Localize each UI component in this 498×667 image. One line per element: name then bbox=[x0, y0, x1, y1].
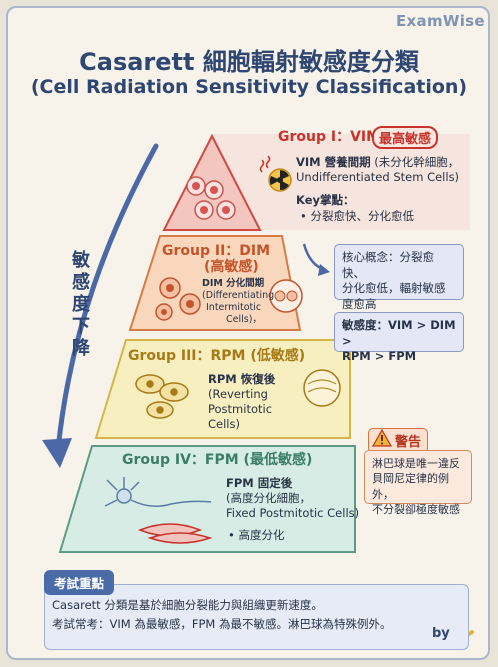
group4-bullet: • 高度分化 bbox=[228, 528, 285, 542]
group2-tag: (高敏感) bbox=[204, 259, 259, 275]
group1-heading: Group I：VIM bbox=[278, 129, 381, 145]
radiation-waves-icon bbox=[259, 155, 271, 173]
group3-heading: Group III：RPM (低敏感) bbox=[128, 348, 306, 364]
tissue-sample-icon bbox=[303, 369, 341, 407]
exam-points-box bbox=[44, 584, 469, 650]
sensitivity-decrease-arrow bbox=[55, 143, 159, 453]
signature: by bbox=[432, 626, 450, 641]
neuron-icon bbox=[104, 477, 212, 507]
exam-line1: Casarett 分類是基於細胞分裂能力與組織更新速度。 bbox=[52, 598, 323, 612]
stem-cells-illustration bbox=[186, 176, 236, 220]
sensitivity-order-line1: 敏感度：VIM > DIM > bbox=[342, 318, 456, 348]
muscle-fiber-icon bbox=[137, 523, 213, 544]
exam-line2: 考試常考：VIM 為最敏感，FPM 為最不敏感。淋巴球為特殊例外。 bbox=[52, 617, 392, 631]
tier4-shape bbox=[58, 445, 356, 553]
warning-line1: 淋巴球是唯一違反 bbox=[372, 457, 460, 470]
group1-key-point: • 分裂愈快、分化愈低 bbox=[300, 209, 414, 223]
group2-desc-line1: DIM 分化間期 bbox=[202, 278, 265, 289]
dividing-cell-icon bbox=[269, 279, 303, 313]
warning-line3: 不分裂卻極度敏感 bbox=[372, 503, 460, 517]
sensitivity-order-box: 敏感度：VIM > DIM > RPM > FPM bbox=[334, 312, 464, 363]
concept-pointer-arrow bbox=[302, 243, 327, 272]
group4-desc-line3: Fixed Postmitotic Cells) bbox=[226, 506, 360, 520]
group3-desc-line4: Cells) bbox=[208, 417, 240, 431]
rpm-cells-illustration bbox=[135, 374, 189, 419]
dim-cells-illustration bbox=[155, 277, 201, 321]
core-concept-line2: 分化愈低，輻射敏感 bbox=[342, 281, 446, 296]
sensitivity-order-line2: RPM > FPM bbox=[342, 349, 417, 364]
warning-line2: 貝岡尼定律的例外， bbox=[372, 472, 449, 501]
group1-desc-cn: (未分化幹細胞， bbox=[370, 155, 460, 169]
concept-pointer-arrow-head bbox=[318, 264, 330, 276]
group4-heading: Group IV：FPM (最低敏感) bbox=[122, 452, 313, 468]
group3-desc-line1: RPM 恢復後 bbox=[208, 372, 276, 386]
core-concept-line1: 核心概念：分裂愈快、 bbox=[342, 250, 434, 280]
group1-desc-en: Undifferentiated Stem Cells) bbox=[296, 170, 460, 184]
group2-desc-line3: Intermitotic bbox=[206, 302, 262, 313]
warning-label: 警告 bbox=[395, 435, 422, 450]
page-title: Casarett 細胞輻射敏感度分類 bbox=[79, 48, 419, 76]
sensitivity-decrease-label: 敏感度下降 bbox=[72, 250, 90, 359]
radiation-icon bbox=[268, 168, 292, 192]
page-subtitle: (Cell Radiation Sensitivity Classificati… bbox=[30, 76, 468, 98]
group2-heading: Group II：DIM bbox=[162, 243, 271, 259]
group4-desc-line2: (高度分化細胞， bbox=[226, 491, 311, 505]
exam-points-tag: 考試重點 bbox=[44, 570, 115, 595]
group1-key-label: Key掌點： bbox=[296, 193, 355, 207]
sensitivity-arrow-head bbox=[42, 438, 72, 468]
group2-desc-line2: (Differentiating bbox=[202, 290, 275, 301]
group1-tag: 最高敏感 bbox=[372, 126, 439, 149]
tier2-shape bbox=[128, 235, 302, 331]
warning-box: 淋巴球是唯一違反 貝岡尼定律的例外， 不分裂卻極度敏感 bbox=[364, 450, 472, 516]
group3-desc-line2: (Reverting bbox=[208, 387, 268, 401]
group4-desc-line1: FPM 固定後 bbox=[226, 476, 293, 490]
group2-desc-line4: Cells)， bbox=[226, 314, 262, 325]
group1-desc-title: VIM 營養間期 bbox=[296, 155, 371, 169]
group3-desc-line3: Postmitotic bbox=[208, 402, 273, 416]
core-concept-box: 核心概念：分裂愈快、 分化愈低，輻射敏感 度愈高 bbox=[334, 244, 464, 311]
group1-description: VIM 營養間期 (未分化幹細胞， bbox=[296, 155, 459, 169]
warning-icon bbox=[372, 429, 392, 447]
brand-logo-text: ExamWise bbox=[396, 12, 485, 30]
core-concept-line3: 度愈高 bbox=[342, 296, 377, 311]
